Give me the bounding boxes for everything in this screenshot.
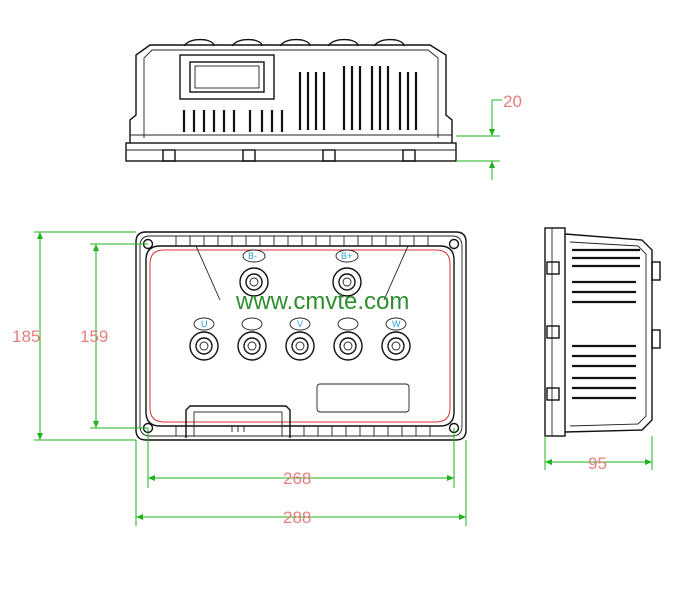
dim-depth: 95 — [588, 454, 607, 473]
label-plate — [316, 383, 410, 413]
terminal-label-b-plus: B+ — [341, 251, 352, 261]
fin-ticks — [175, 236, 431, 436]
terminal-label-b-minus: B- — [248, 251, 257, 261]
dim-width-mount: 268 — [283, 469, 311, 488]
dim-height-overall: 185 — [12, 327, 40, 346]
terminal-spare-2 — [333, 317, 363, 361]
dim-height-mount: 159 — [80, 327, 108, 346]
cooling-fins-side — [182, 66, 418, 132]
terminal-w: W — [381, 317, 411, 361]
end-view: 95 — [544, 227, 661, 473]
terminal-b-plus: B+ — [332, 249, 362, 297]
terminal-label-w: W — [392, 319, 401, 329]
terminal-u: U — [189, 317, 219, 361]
plan-dimensions: 185 159 268 288 — [12, 231, 467, 527]
terminal-label-v: V — [297, 319, 303, 329]
side-elevation-view: 20 — [125, 38, 522, 180]
signal-connector — [185, 405, 291, 438]
dim-width-overall: 288 — [283, 508, 311, 527]
terminal-b-minus: B- — [239, 249, 269, 297]
watermark: www.cmvte.com — [235, 288, 409, 315]
mount-hole-tr — [448, 238, 460, 250]
cooling-fins-end — [572, 248, 640, 400]
terminal-v: V — [285, 317, 315, 361]
terminal-spare-1 — [237, 317, 267, 361]
terminal-label-u: U — [201, 319, 208, 329]
plan-view: B- B+ U V — [135, 231, 467, 441]
dim-height-top: 20 — [503, 92, 522, 111]
